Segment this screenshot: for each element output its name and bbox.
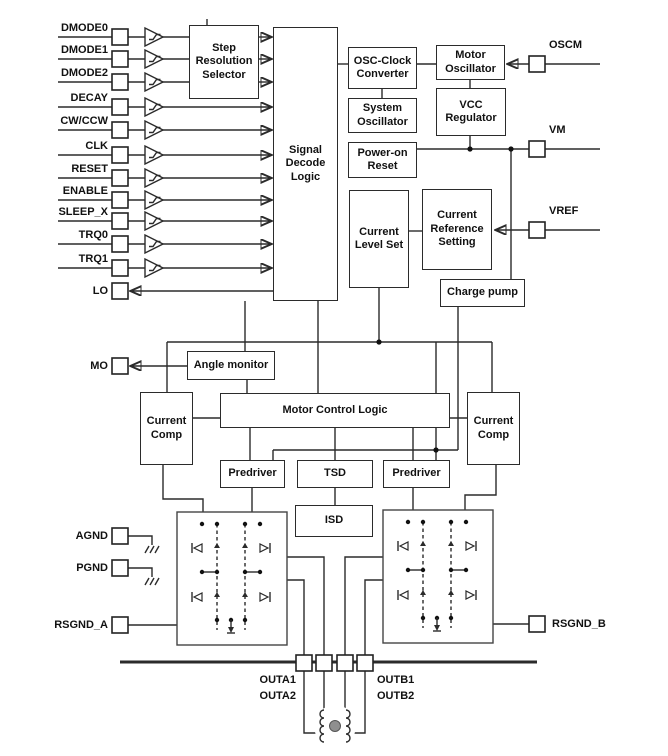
supply-wires <box>338 64 600 279</box>
pin-dmode0 <box>111 28 129 46</box>
pin-label-dmode2: DMODE2 <box>60 67 108 79</box>
pin-label-outa1: OUTA1 <box>259 674 296 686</box>
pin-pgnd <box>111 559 129 577</box>
block-current-level-set: Current Level Set <box>349 190 409 288</box>
pin-decay <box>111 98 129 116</box>
pin-label-trq0: TRQ0 <box>78 229 108 241</box>
pin-label-outb1: OUTB1 <box>377 674 415 686</box>
pin-label-clk: CLK <box>85 140 108 152</box>
h-bridge-a <box>176 511 288 646</box>
ground-wires <box>128 535 529 626</box>
pin-label-outa2: OUTA2 <box>259 690 296 702</box>
pins <box>111 28 546 672</box>
pin-oscm <box>528 55 546 73</box>
block-vcc-regulator: VCC Regulator <box>436 88 506 136</box>
pin-clk <box>111 146 129 164</box>
schmitt-buffer-icons <box>144 26 165 279</box>
pin-label-mo: MO <box>90 360 108 372</box>
block-current-comp-right: Current Comp <box>467 392 520 465</box>
pin-dmode2 <box>111 73 129 91</box>
pin-lo <box>111 282 129 300</box>
pin-label-rsgnd-a: RSGND_A <box>54 619 108 631</box>
pin-label-enable: ENABLE <box>62 185 108 197</box>
pin-label-vref: VREF <box>549 205 579 217</box>
pin-mo <box>111 357 129 375</box>
pin-rsgnd-a <box>111 616 129 634</box>
pin-label-rsgnd-b: RSGND_B <box>552 618 606 630</box>
pin-outb2 <box>356 654 374 672</box>
stepper-motor-icon <box>314 705 356 747</box>
pin-trq0 <box>111 235 129 253</box>
pin-label-reset: RESET <box>71 163 108 175</box>
block-current-reference-setting: Current Reference Setting <box>422 189 492 270</box>
pin-outa2 <box>315 654 333 672</box>
block-system-oscillator: System Oscillator <box>348 98 417 133</box>
pin-label-vm: VM <box>549 124 566 136</box>
pin-sleepx <box>111 212 129 230</box>
pin-reset <box>111 169 129 187</box>
pin-dmode1 <box>111 50 129 68</box>
pin-label-dmode0: DMODE0 <box>60 22 108 34</box>
pin-label-pgnd: PGND <box>76 562 108 574</box>
block-current-comp-left: Current Comp <box>140 392 193 465</box>
pin-vref <box>528 221 546 239</box>
pin-agnd <box>111 527 129 545</box>
block-charge-pump: Charge pump <box>440 279 525 307</box>
block-osc-clock-converter: OSC-Clock Converter <box>348 47 417 89</box>
block-angle-monitor: Angle monitor <box>187 351 275 380</box>
pin-enable <box>111 191 129 209</box>
pin-label-sleepx: SLEEP_X <box>58 206 108 218</box>
block-predriver-left: Predriver <box>220 460 285 488</box>
block-tsd: TSD <box>297 460 373 488</box>
pin-label-oscm: OSCM <box>549 39 582 51</box>
pin-label-trq1: TRQ1 <box>78 253 108 265</box>
pin-label-decay: DECAY <box>70 92 109 104</box>
pin-trq1 <box>111 259 129 277</box>
pin-label-dmode1: DMODE1 <box>60 44 108 56</box>
block-motor-control-logic: Motor Control Logic <box>220 393 450 428</box>
input-wires <box>58 37 271 268</box>
h-bridge-b <box>382 509 494 644</box>
pin-label-cwccw: CW/CCW <box>60 115 108 127</box>
block-step-resolution-selector: Step Resolution Selector <box>189 25 259 99</box>
pin-cwccw <box>111 121 129 139</box>
pin-label-lo: LO <box>92 285 108 297</box>
block-predriver-right: Predriver <box>383 460 450 488</box>
block-signal-decode-logic: Signal Decode Logic <box>273 27 338 301</box>
driver-wires <box>162 307 497 512</box>
block-isd: ISD <box>295 505 373 537</box>
block-motor-oscillator: Motor Oscillator <box>436 45 505 80</box>
block-power-on-reset: Power-on Reset <box>348 142 417 178</box>
pin-rsgnd-b <box>528 615 546 633</box>
pin-vm <box>528 140 546 158</box>
pin-label-agnd: AGND <box>75 530 108 542</box>
pin-outb1 <box>336 654 354 672</box>
pin-outa1 <box>295 654 313 672</box>
pin-label-outb2: OUTB2 <box>377 690 415 702</box>
